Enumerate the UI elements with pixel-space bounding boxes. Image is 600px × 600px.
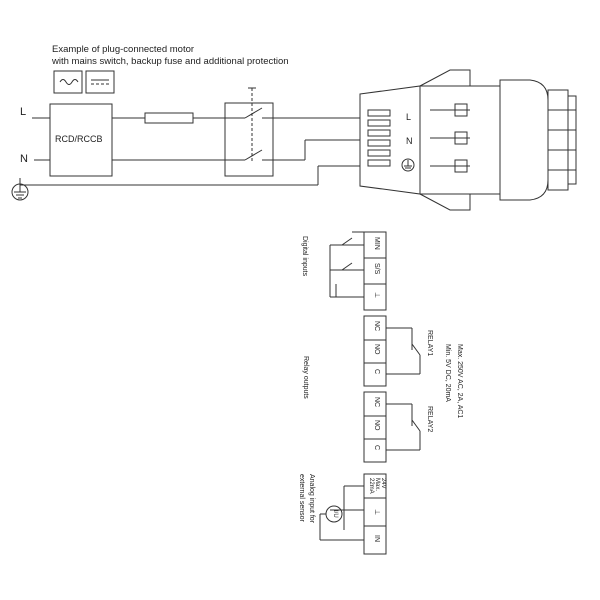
relay-outputs-label: Relay outputs <box>302 356 309 399</box>
caption-line-1: Example of plug-connected motor <box>52 44 195 55</box>
ac-symbol-icon <box>53 70 83 94</box>
mains-l-label: L <box>20 106 27 118</box>
backup-fuse <box>144 112 194 124</box>
dc-symbol-icon <box>85 70 115 94</box>
di-terminal-min: MIN <box>373 237 380 250</box>
plug-terminal-n: N <box>406 136 413 146</box>
plug-terminal-l: L <box>406 112 412 122</box>
ai-terminal-ground: ⊥ <box>373 509 380 516</box>
analog-supply-max: Max. <box>374 478 380 492</box>
ai-terminal-in: IN <box>373 535 380 542</box>
digital-inputs-label: Digital inputs <box>301 236 308 277</box>
relay-rating-max: Max. 250V AC, 2A, AC1 <box>456 344 463 419</box>
relay2-label: RELAY2 <box>426 406 433 433</box>
relay1-label: RELAY1 <box>426 330 433 357</box>
di-terminal-ss: S/S <box>373 263 380 275</box>
analog-input-label-1: Analog input for <box>308 474 315 524</box>
relay2-block <box>363 391 387 463</box>
di-terminal-ground: ⊥ <box>373 292 380 299</box>
mains-n-label: N <box>20 153 28 165</box>
relay2-terminal-nc: NC <box>373 397 380 408</box>
digital-inputs-block <box>363 231 387 311</box>
relay1-terminal-c: C <box>373 369 380 375</box>
relay2-terminal-no: NO <box>373 420 380 431</box>
analog-input-label-2: external sensor <box>298 474 305 522</box>
analog-input-block <box>363 473 387 555</box>
analog-supply-22ma: 22mA <box>368 478 374 494</box>
relay2-terminal-c: C <box>373 445 380 451</box>
analog-supply-24v: 24V <box>380 478 386 489</box>
relay1-terminal-nc: NC <box>373 321 380 332</box>
relay1-terminal-no: NO <box>373 344 380 355</box>
caption-line-2: with mains switch, backup fuse and addit… <box>52 56 289 67</box>
rcd-rccb-label: RCD/RCCB <box>55 134 103 144</box>
relay1-block <box>363 315 387 387</box>
sensor-label: I/U <box>332 510 338 518</box>
relay-rating-min: Min. 5V DC, 20mA <box>444 344 451 402</box>
mains-switch <box>224 102 274 177</box>
rcd-rccb-box <box>49 103 113 177</box>
